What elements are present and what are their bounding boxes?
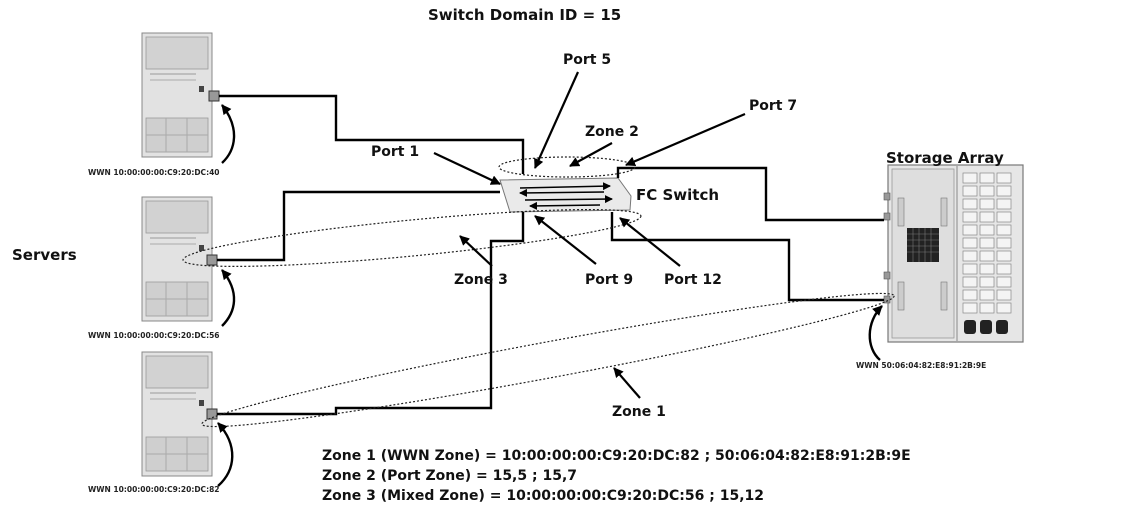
zone-3-outline <box>181 198 642 278</box>
legend-zone-1: Zone 1 (WWN Zone) = 10:00:00:00:C9:20:DC… <box>322 446 911 466</box>
arrow-zone2 <box>570 143 612 166</box>
disk-bay <box>963 225 977 235</box>
arrow-port7 <box>626 114 745 165</box>
disk-bay <box>997 186 1011 196</box>
zone-legend: Zone 1 (WWN Zone) = 10:00:00:00:C9:20:DC… <box>322 446 911 506</box>
port-5-label: Port 5 <box>563 52 611 68</box>
disk-bay <box>963 186 977 196</box>
server-2 <box>142 197 217 321</box>
cable-server3-port9 <box>217 212 523 414</box>
disk-bay <box>963 264 977 274</box>
port-1-label: Port 1 <box>371 144 419 160</box>
server-1 <box>142 33 219 157</box>
disk-bay <box>963 251 977 261</box>
storage-array <box>884 165 1023 342</box>
fc-switch-label: FC Switch <box>636 186 719 204</box>
port-7-label: Port 7 <box>749 98 797 114</box>
disk-bay <box>980 238 994 248</box>
disk-bay <box>963 199 977 209</box>
zone-1-outline <box>199 278 898 442</box>
server-3 <box>142 352 217 476</box>
disk-bay <box>997 212 1011 222</box>
arrow-zone1 <box>614 368 640 398</box>
disk-bay <box>997 173 1011 183</box>
legend-zone-3: Zone 3 (Mixed Zone) = 10:00:00:00:C9:20:… <box>322 486 911 506</box>
legend-zone-2: Zone 2 (Port Zone) = 15,5 ; 15,7 <box>322 466 911 486</box>
disk-bay <box>980 251 994 261</box>
disk-bay <box>980 264 994 274</box>
disk-bay <box>997 225 1011 235</box>
switch-domain-title: Switch Domain ID = 15 <box>428 6 621 24</box>
pointer-arrows <box>434 72 745 398</box>
arrow-port1 <box>434 153 500 184</box>
disk-bay <box>980 303 994 313</box>
disk-bay <box>963 290 977 300</box>
disk-bay <box>963 173 977 183</box>
disk-bay <box>997 303 1011 313</box>
disk-bay <box>997 277 1011 287</box>
disk-bay <box>980 199 994 209</box>
port-9-label: Port 9 <box>585 272 633 288</box>
disk-bay <box>963 303 977 313</box>
arrow-server1-hba <box>222 105 234 163</box>
port-12-label: Port 12 <box>664 272 722 288</box>
cable-port12-storage <box>612 212 884 300</box>
zone-3-label: Zone 3 <box>454 272 508 288</box>
server-2-wwn: WWN 10:00:00:00:C9:20:DC:56 <box>88 331 220 340</box>
arrow-storage-port <box>870 306 882 360</box>
arrow-port5 <box>535 72 578 168</box>
disk-bay <box>997 290 1011 300</box>
disk-bay <box>980 212 994 222</box>
disk-bay <box>980 290 994 300</box>
disk-bay <box>963 238 977 248</box>
disk-bay <box>980 173 994 183</box>
zone-2-outline <box>499 157 635 177</box>
zone-1-label: Zone 1 <box>612 404 666 420</box>
server-1-wwn: WWN 10:00:00:00:C9:20:DC:40 <box>88 168 220 177</box>
storage-array-label: Storage Array <box>886 149 1004 167</box>
disk-bay <box>997 264 1011 274</box>
storage-wwn: WWN 50:06:04:82:E8:91:2B:9E <box>856 361 986 370</box>
zone-2-label: Zone 2 <box>585 124 639 140</box>
servers-label: Servers <box>12 246 77 264</box>
disk-bay <box>963 212 977 222</box>
cables <box>217 96 884 414</box>
arrow-server3-hba <box>218 423 232 486</box>
fc-switch <box>500 178 631 212</box>
arrow-port12 <box>620 218 680 266</box>
disk-bay <box>997 238 1011 248</box>
disk-bay <box>997 251 1011 261</box>
disk-bay <box>963 277 977 287</box>
arrow-server2-hba <box>222 270 234 326</box>
disk-bay <box>980 186 994 196</box>
disk-bay <box>980 225 994 235</box>
cable-server1-port5 <box>219 96 523 174</box>
disk-bay <box>980 277 994 287</box>
disk-bay <box>997 199 1011 209</box>
server-3-wwn: WWN 10:00:00:00:C9:20:DC:82 <box>88 485 220 494</box>
hba-arrows <box>218 105 882 486</box>
